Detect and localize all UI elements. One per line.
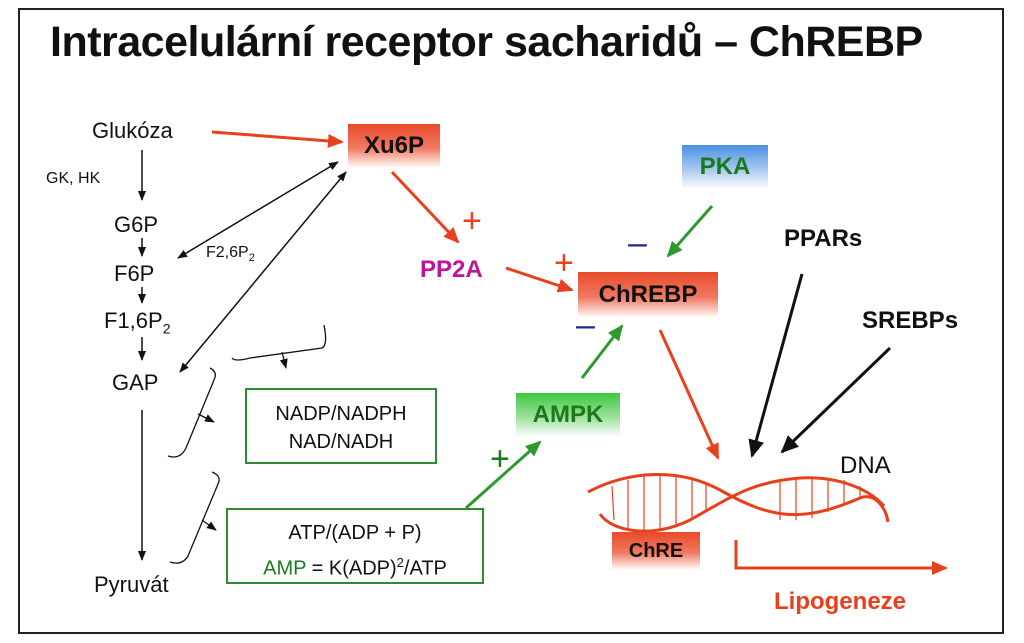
ratio-amp-equation: AMP = K(ADP)2/ATP <box>263 555 447 580</box>
label-lipogenesis: Lipogeneze <box>774 588 907 615</box>
arrow-glucose-xu6p <box>211 130 344 148</box>
label-dna: DNA <box>840 452 891 479</box>
bracket-mid-tick <box>197 413 215 423</box>
dna-helix-icon <box>587 473 890 533</box>
bracket-bottom <box>169 471 220 564</box>
ratio-box-redox: NADP/NADPH NAD/NADH <box>245 388 437 464</box>
sign-minus-ampk: – <box>576 306 595 344</box>
arrow-gap-xu6p <box>179 171 347 373</box>
arrow-atp-ampk <box>465 440 542 510</box>
slide-frame <box>18 8 1004 634</box>
metabolite-f6p: F6P <box>114 261 155 286</box>
metabolite-gap: GAP <box>112 370 159 395</box>
node-ampk: AMPK <box>516 393 620 437</box>
node-xu6p: Xu6P <box>348 124 440 168</box>
arrow-ppars-dna <box>748 273 804 458</box>
metabolite-g6p: G6P <box>114 212 159 237</box>
arrow-xu6p-pp2a <box>390 170 460 244</box>
arrow-transcription <box>734 540 948 575</box>
arrow-ampk-chrebp <box>580 324 624 379</box>
sign-plus-ampk: + <box>490 440 510 478</box>
sign-minus-pka: – <box>628 224 647 262</box>
metabolite-glucose: Glukóza <box>92 118 173 143</box>
ratio-box-energy: ATP/(ADP + P) AMP = K(ADP)2/ATP <box>226 508 484 584</box>
node-ppars: PPARs <box>784 225 863 252</box>
node-chrebp: ChREBP <box>578 272 718 318</box>
bracket-mid <box>167 367 216 458</box>
slide-title: Intracelulární receptor sacharidů – ChRE… <box>50 18 923 66</box>
ratio-atp: ATP/(ADP + P) <box>288 522 422 544</box>
bracket-top-tick <box>279 351 288 369</box>
effector-f26p2: F2,6P2 <box>206 244 255 265</box>
bracket-top <box>231 324 327 361</box>
metabolite-f16p2: F1,6P2 <box>104 308 171 337</box>
arrow-chrebp-dna <box>658 329 720 460</box>
node-chre: ChRE <box>612 532 700 570</box>
metabolite-pyruvate: Pyruvát <box>94 572 169 597</box>
sign-plus-pp2a-chrebp: + <box>554 244 574 282</box>
node-pka: PKA <box>682 145 768 189</box>
bracket-bottom-tick <box>201 519 217 531</box>
arrow-srebps-dna <box>780 346 892 454</box>
sign-plus-xu6p-pp2a: + <box>462 202 482 240</box>
node-pp2a: PP2A <box>420 256 483 283</box>
node-srebps: SREBPs <box>862 307 959 334</box>
enzyme-gk-hk: GK, HK <box>46 170 101 187</box>
arrow-pka-chrebp <box>666 205 714 258</box>
ratio-nadp: NADP/NADPH <box>275 403 407 425</box>
arrow-pp2a-chrebp <box>505 266 574 293</box>
ratio-nad: NAD/NADH <box>288 431 394 453</box>
